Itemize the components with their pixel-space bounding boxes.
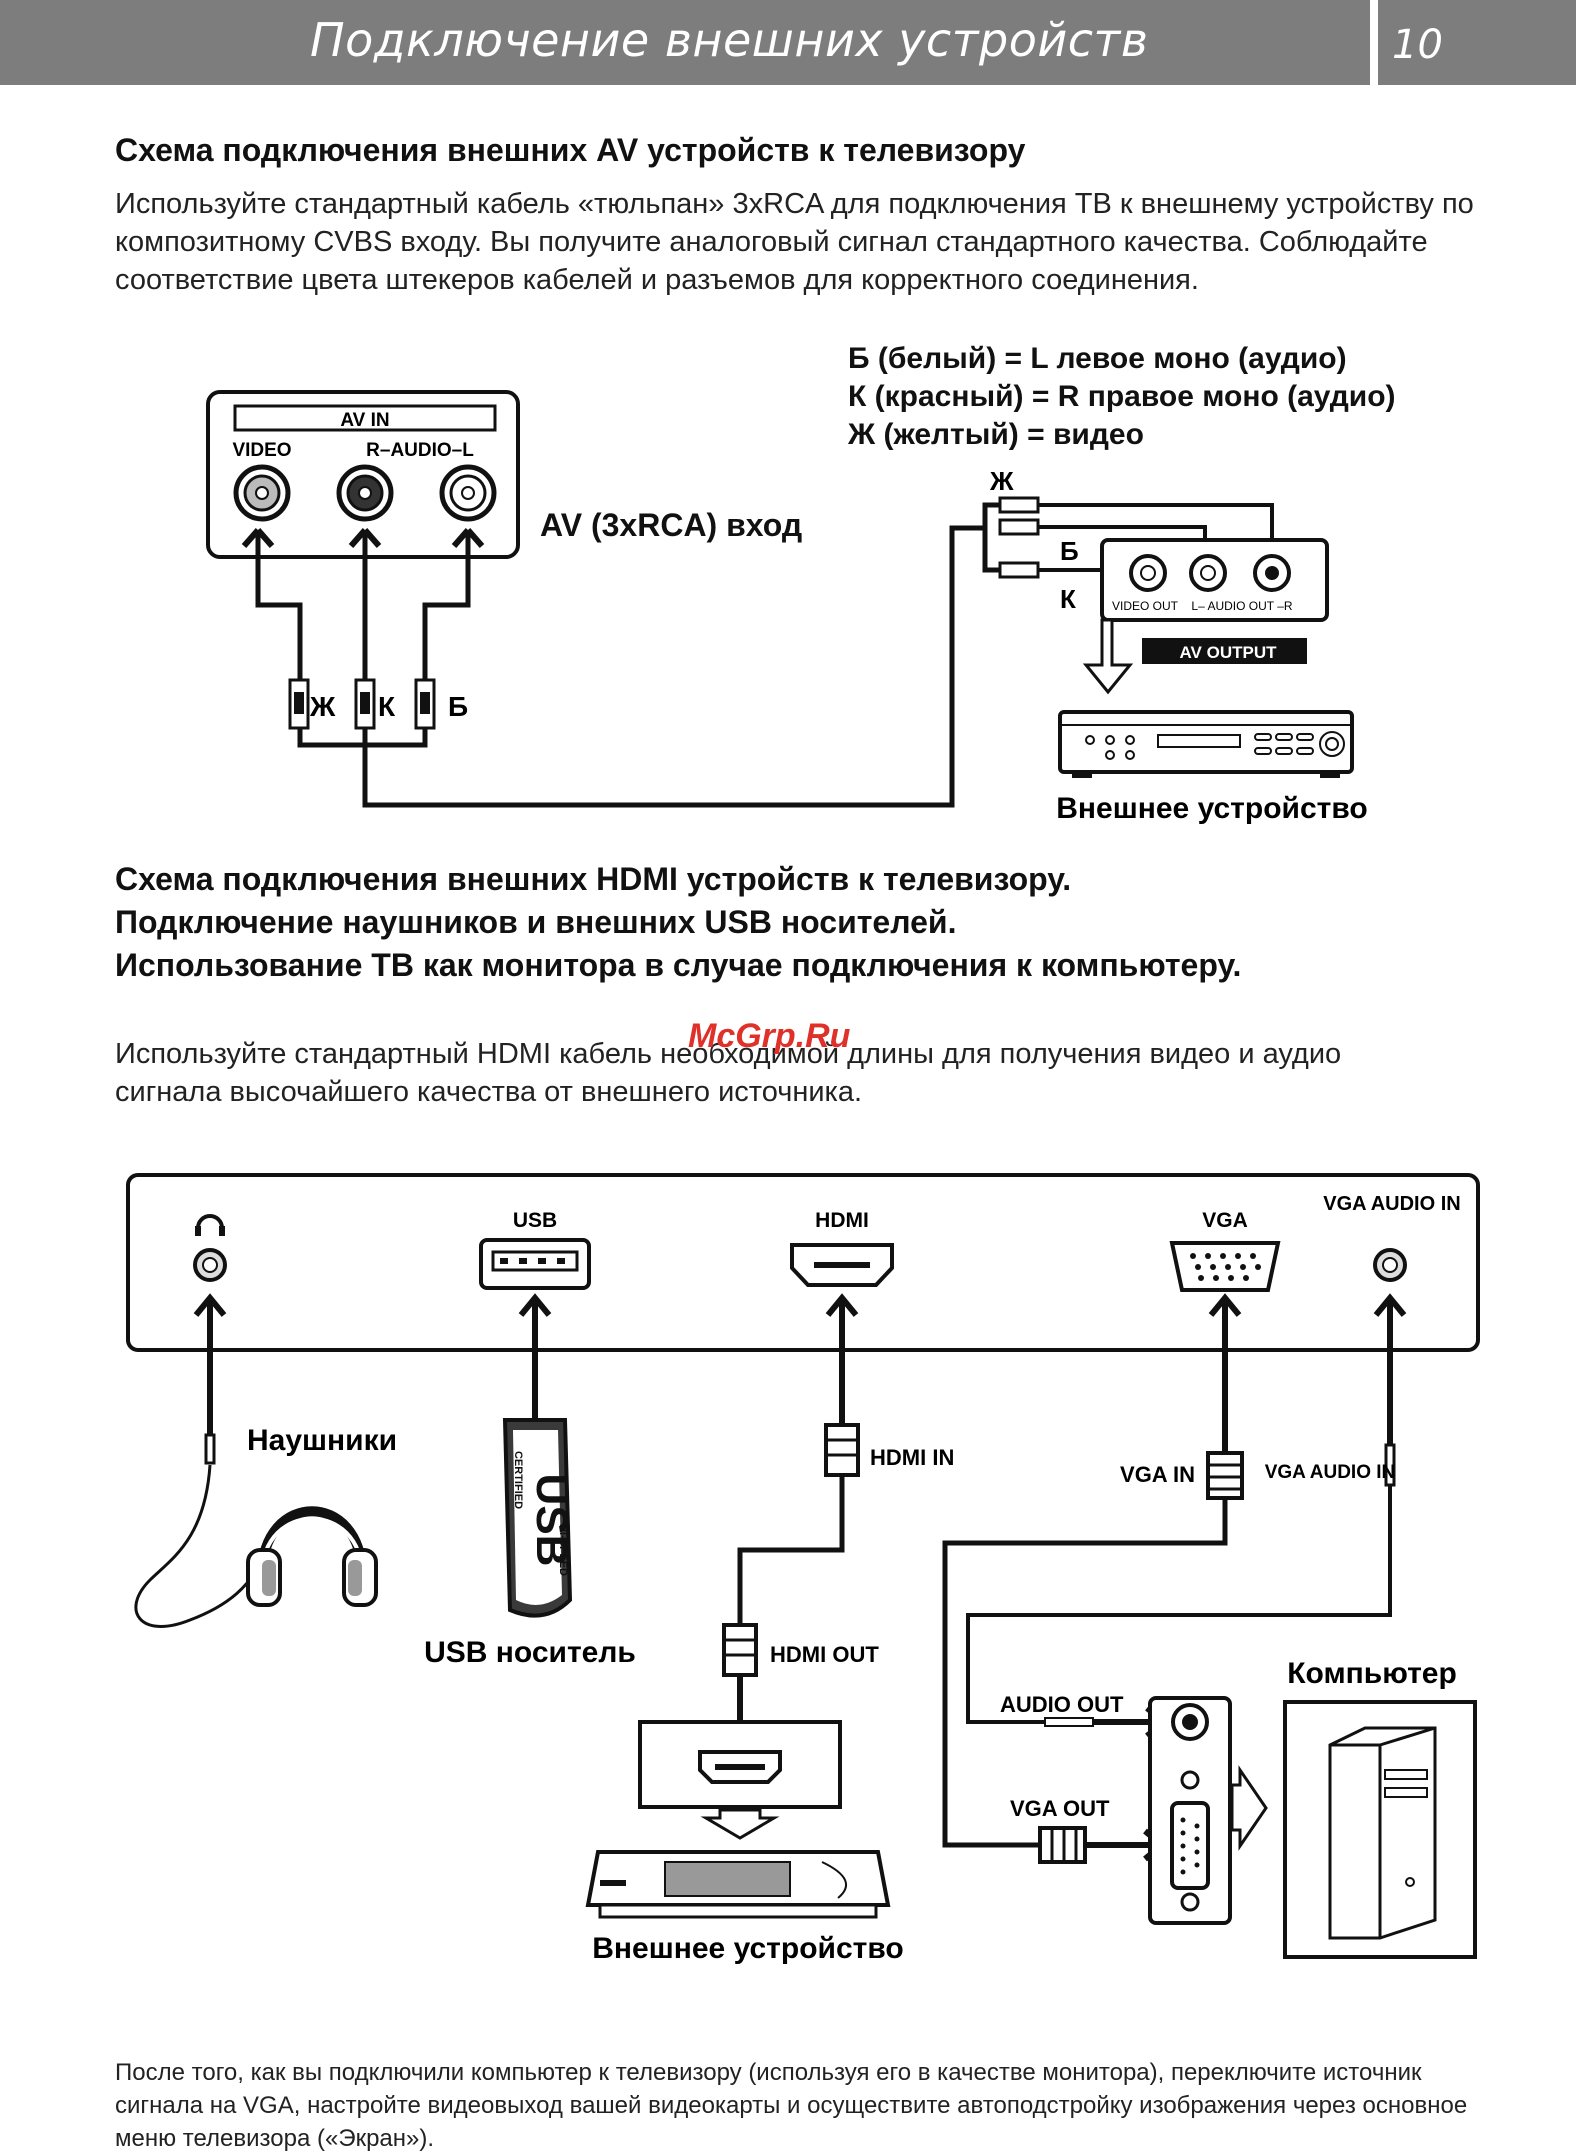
legend-red: К (красный) = R правое моно (аудио) (848, 380, 1396, 413)
vga-audio-port-label: VGA AUDIO IN (1323, 1193, 1460, 1215)
set-top-box (585, 1850, 891, 1919)
legend-yellow: Ж (желтый) = видео (848, 418, 1144, 451)
port-arrows (193, 1293, 1407, 1455)
page-header-title: Подключение внешних устройств (0, 0, 1370, 85)
plug-letter-yellow: Ж (309, 691, 336, 722)
watermark: McGrp.Ru (688, 1017, 851, 1055)
av-input-label: AV (3xRCA) вход (540, 507, 802, 543)
hdmi-section-text: Используйте стандартный HDMI кабель необ… (115, 1038, 1342, 1108)
av-section-heading: Схема подключения внешних AV устройств к… (115, 132, 1026, 168)
headphones-label: Наушники (247, 1424, 397, 1457)
video-out-label: VIDEO OUT (1112, 599, 1179, 613)
av-output-label: AV OUTPUT (1180, 643, 1278, 662)
color-legend: Б (белый) = L левое моно (аудио) К (крас… (848, 340, 1396, 454)
audio-out-label: AUDIO OUT (1000, 1692, 1124, 1717)
usb-stick-brand: USB (527, 1474, 576, 1567)
usb-port (479, 1238, 591, 1290)
rca-jack-video (233, 464, 291, 522)
av-in-label: AV IN (340, 410, 389, 431)
pc-flow-arrow (1230, 1765, 1268, 1851)
vga-in-label: VGA IN (1120, 1462, 1195, 1487)
pc-rear-panel (1148, 1696, 1232, 1925)
plug-letter-white: Б (448, 691, 468, 722)
hdmi-heading-3: Использование ТВ как монитора в случае п… (115, 947, 1242, 983)
rca-plugs-tv-side (288, 678, 436, 730)
dvd-player (1058, 710, 1354, 778)
av-section-text: Используйте стандартный кабель «тюльпан»… (115, 188, 1474, 296)
vga-port-label: VGA (1202, 1209, 1248, 1232)
device-plug-letter-red: К (1060, 584, 1076, 614)
hdmi-device-caption: Внешнее устройство (592, 1932, 903, 1965)
rca-plugs-device-side (998, 496, 1040, 579)
video-label: VIDEO (232, 440, 291, 461)
hdmi-heading-1: Схема подключения внешних HDMI устройств… (115, 861, 1072, 897)
av-long-cable (297, 502, 1000, 808)
vga-audio-port (1373, 1248, 1407, 1282)
audio-out-label: L– AUDIO OUT –R (1191, 599, 1292, 613)
hdmi-device-panel (638, 1720, 842, 1809)
headphone-port (193, 1214, 227, 1282)
vga-audio-in-label: VGA AUDIO IN (1265, 1462, 1396, 1483)
rca-jack-audio-r (336, 464, 394, 522)
plug-letter-red: К (378, 691, 396, 722)
hdmi-in-label: HDMI IN (870, 1445, 954, 1470)
hdmi-port-label: HDMI (815, 1209, 869, 1232)
footer-text: После того, как вы подключили компьютер … (115, 2059, 1468, 2152)
av-device-caption: Внешнее устройство (1056, 792, 1367, 825)
headphones-illustration (134, 1433, 378, 1628)
output-flow-arrow (1082, 618, 1134, 695)
vga-port (1169, 1241, 1281, 1292)
usb-stick-illustration: USB CERTIFIED Hi-SPEED (502, 1418, 576, 1618)
vga-out-label: VGA OUT (1010, 1796, 1110, 1821)
audio-label: R–AUDIO–L (366, 440, 474, 461)
av-cable-arrows (241, 528, 485, 680)
hdmi-port-pins (814, 1262, 870, 1268)
device-plug-letter-white: Б (1060, 536, 1079, 566)
hdmi-heading-2: Подключение наушников и внешних USB носи… (115, 904, 957, 940)
hdmi-section-headings: Схема подключения внешних HDMI устройств… (115, 858, 1241, 987)
legend-white: Б (белый) = L левое моно (аудио) (848, 342, 1347, 375)
page-number: 10 (1378, 0, 1576, 85)
usb-stick-certified: CERTIFIED (512, 1451, 524, 1509)
usb-port-label: USB (513, 1209, 557, 1232)
headphone-port-icon (196, 1214, 224, 1229)
hdmi-cable (722, 1423, 860, 1747)
hdmi-out-label: HDMI OUT (770, 1642, 879, 1667)
tv-av-panel: AV IN VIDEO R–AUDIO–L (206, 390, 520, 559)
device-plug-letter-yellow: Ж (989, 466, 1014, 496)
usb-stick-speed: Hi-SPEED (557, 1524, 569, 1576)
computer-illustration (1283, 1700, 1477, 1959)
device-av-panel: VIDEO OUT L– AUDIO OUT –R AV OUTPUT (1100, 538, 1329, 664)
computer-label: Компьютер (1287, 1657, 1457, 1690)
rca-jack-audio-l (439, 464, 497, 522)
usb-storage-label: USB носитель (424, 1636, 636, 1669)
hdmi-flow-arrow (700, 1808, 780, 1840)
